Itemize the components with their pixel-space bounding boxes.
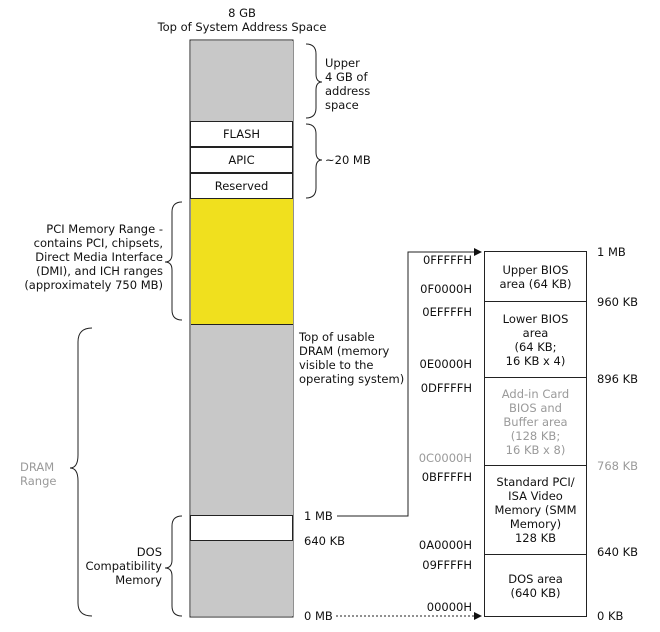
brace-20mb <box>305 123 323 199</box>
size-1mb: 1 MB <box>597 245 626 259</box>
hex-00000h: 00000H <box>426 600 472 614</box>
brace-pci-range <box>164 201 183 321</box>
label-upper-4gb: Upper 4 GB of address space <box>325 56 371 112</box>
block-apic: APIC <box>190 147 293 173</box>
label-dos-compat: DOS Compatibility Memory <box>85 545 162 587</box>
cell-dos-area: DOS area (640 KB) <box>484 554 587 617</box>
block-pci-memory <box>191 199 293 325</box>
hex-0effffh: 0EFFFFH <box>422 305 472 319</box>
size-768kb: 768 KB <box>597 459 639 473</box>
label-left-1mb: 1 MB <box>304 509 333 523</box>
hex-0a0000h: 0A0000H <box>418 538 472 552</box>
block-dos-gap <box>190 515 293 541</box>
size-896kb: 896 KB <box>597 372 639 386</box>
brace-dos-compat <box>164 515 183 617</box>
block-upper-4gb <box>191 41 293 121</box>
hex-0bffffh: 0BFFFFH <box>421 470 472 484</box>
hex-0ffffh: 0FFFFFH <box>422 253 472 267</box>
cell-addin-card-bios: Add-in Card BIOS and Buffer area (128 KB… <box>484 377 587 466</box>
block-flash: FLASH <box>190 121 293 147</box>
size-0kb: 0 KB <box>597 609 624 623</box>
label-pci-memory-range: PCI Memory Range - contains PCI, chipset… <box>24 222 163 292</box>
left-column-outline <box>189 39 294 618</box>
title-8gb: 8 GB <box>228 6 256 20</box>
label-20mb: ~20 MB <box>325 153 371 167</box>
hex-0dffffh: 0DFFFFH <box>420 381 472 395</box>
hex-09ffffh: 09FFFFH <box>422 558 472 572</box>
label-top-usable-dram: Top of usable DRAM (memory visible to th… <box>299 330 405 386</box>
block-reserved: Reserved <box>190 173 293 199</box>
size-960kb: 960 KB <box>597 295 639 309</box>
hex-0f0000h: 0F0000H <box>420 282 472 296</box>
block-usable-dram <box>191 325 293 515</box>
hex-0c0000h: 0C0000H <box>418 451 472 465</box>
label-left-0mb: 0 MB <box>304 609 333 623</box>
connector-1mb <box>337 248 482 517</box>
size-640kb: 640 KB <box>597 545 639 559</box>
cell-video-memory: Standard PCI/ ISA Video Memory (SMM Memo… <box>484 465 587 555</box>
cell-lower-bios: Lower BIOS area (64 KB; 16 KB x 4) <box>484 301 587 378</box>
label-dram-range: DRAM Range <box>20 460 57 488</box>
cell-upper-bios: Upper BIOS area (64 KB) <box>484 251 587 302</box>
brace-upper-4gb <box>305 43 323 119</box>
block-dos-memory <box>191 541 293 616</box>
brace-dram-range <box>69 327 93 617</box>
hex-0e0000h: 0E0000H <box>419 357 473 371</box>
title-top-of-address-space: Top of System Address Space <box>157 20 327 34</box>
label-left-640kb: 640 KB <box>304 534 346 548</box>
